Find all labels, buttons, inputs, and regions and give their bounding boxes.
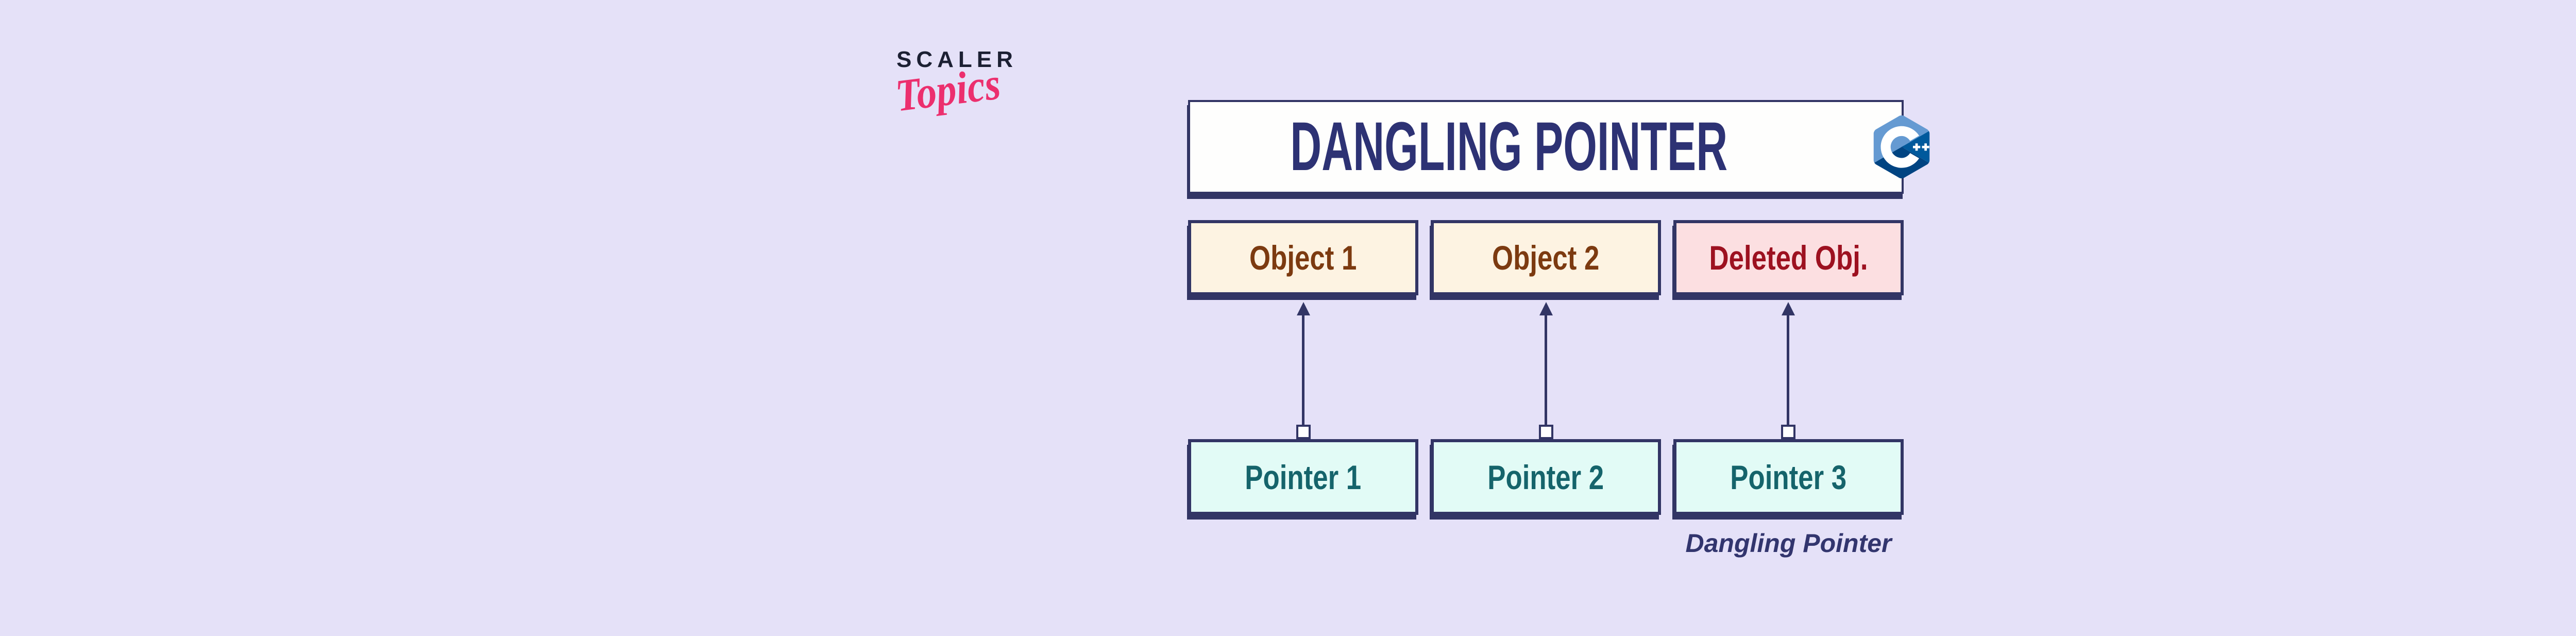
arrow-pointer1-to-object1 bbox=[1302, 314, 1304, 427]
connector-square bbox=[1781, 425, 1795, 439]
arrow-pointer3-to-deleted-object bbox=[1787, 314, 1789, 427]
arrow-pointer2-to-object2 bbox=[1545, 314, 1547, 427]
cpp-logo-icon bbox=[1873, 115, 1930, 178]
diagram-title: DANGLING POINTER bbox=[1290, 108, 1727, 185]
dangling-pointer-caption: Dangling Pointer bbox=[1685, 529, 1892, 558]
arrowhead-icon bbox=[1782, 302, 1795, 315]
connector-square bbox=[1296, 425, 1311, 439]
object1-label: Object 1 bbox=[1249, 239, 1357, 277]
deleted-object-label: Deleted Obj. bbox=[1709, 239, 1868, 277]
pointer1-label: Pointer 1 bbox=[1245, 458, 1362, 496]
title-box: DANGLING POINTER bbox=[1188, 100, 1930, 194]
pointer2-box: Pointer 2 bbox=[1431, 439, 1661, 515]
object2-box: Object 2 bbox=[1431, 220, 1661, 295]
pointer3-box: Pointer 3 bbox=[1673, 439, 1904, 515]
arrowhead-icon bbox=[1539, 302, 1553, 315]
connector-square bbox=[1539, 425, 1553, 439]
logo-brand-text: SCALER bbox=[896, 47, 1018, 72]
pointer1-box: Pointer 1 bbox=[1188, 439, 1418, 515]
logo-script-text: Topics bbox=[893, 59, 1004, 122]
object2-label: Object 2 bbox=[1492, 239, 1600, 277]
object1-box: Object 1 bbox=[1188, 220, 1418, 295]
pointer3-label: Pointer 3 bbox=[1730, 458, 1847, 496]
deleted-object-box: Deleted Obj. bbox=[1673, 220, 1904, 295]
pointer2-label: Pointer 2 bbox=[1487, 458, 1604, 496]
arrowhead-icon bbox=[1297, 302, 1310, 315]
scaler-topics-logo: SCALER Topics bbox=[893, 47, 1018, 122]
